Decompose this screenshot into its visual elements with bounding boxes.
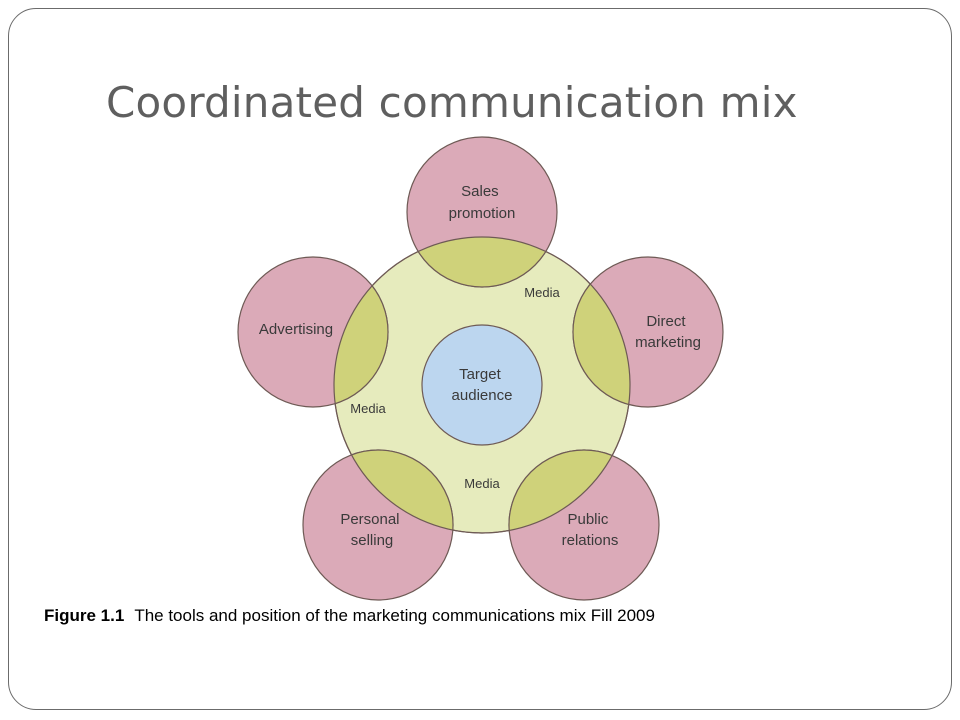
label-target-audience: Target audience bbox=[452, 366, 513, 404]
slide-title: Coordinated communication mix bbox=[106, 78, 798, 127]
figure-caption-text: The tools and position of the marketing … bbox=[134, 606, 655, 625]
label-personal-selling: Personal selling bbox=[340, 511, 403, 549]
figure-number: Figure 1.1 bbox=[44, 606, 125, 625]
overlap-sales-promotion bbox=[406, 237, 558, 288]
label-direct-marketing: Direct marketing bbox=[635, 313, 701, 351]
label-advertising: Advertising bbox=[259, 321, 333, 338]
media-label-upper-right: Media bbox=[524, 285, 560, 300]
target-audience-circle bbox=[421, 324, 543, 446]
figure-caption: Figure 1.1 The tools and position of the … bbox=[44, 606, 655, 626]
media-ring-outline bbox=[333, 236, 631, 534]
label-sales-promotion: Sales promotion bbox=[449, 183, 516, 222]
media-label-bottom: Media bbox=[464, 476, 500, 491]
label-public-relations: Public relations bbox=[562, 511, 619, 549]
media-label-left: Media bbox=[350, 401, 386, 416]
